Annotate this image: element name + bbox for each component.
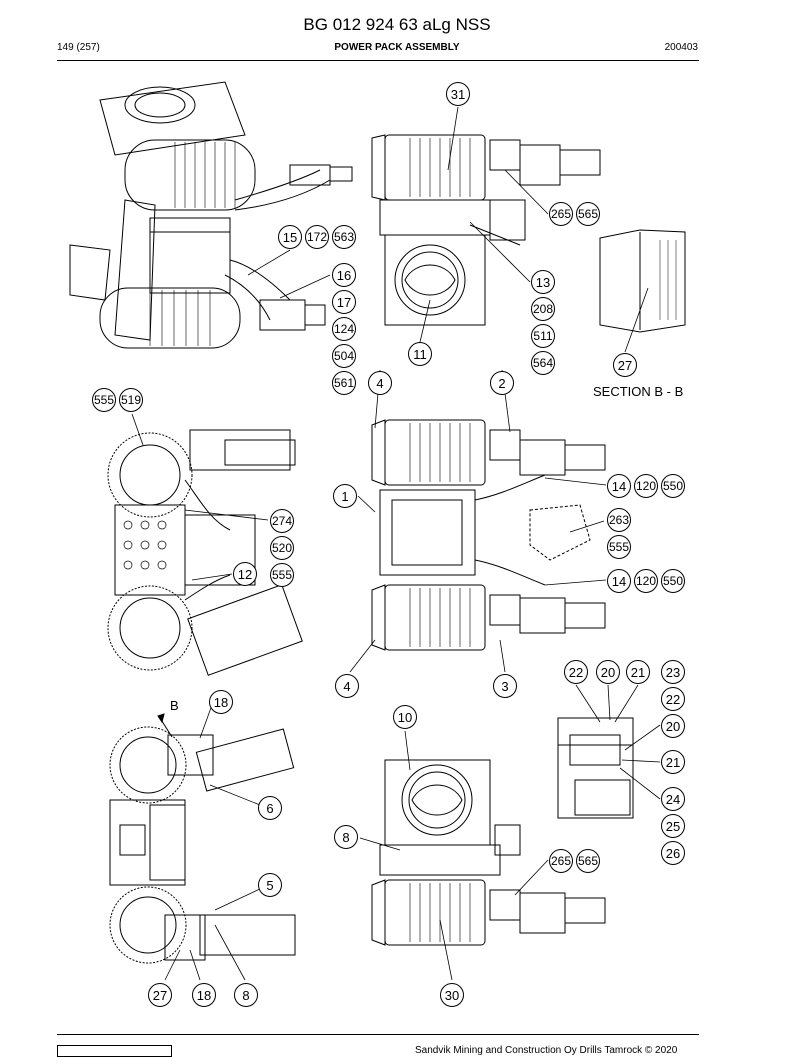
callout-8: 8 — [334, 825, 358, 849]
callout-563: 563 — [332, 225, 356, 249]
view-middle-left — [107, 429, 303, 676]
footer-rule — [57, 1034, 699, 1035]
document-code: 200403 — [664, 42, 698, 53]
view-top-center — [371, 134, 601, 326]
section-label: SECTION B - B — [593, 384, 684, 399]
callout-3: 3 — [493, 674, 517, 698]
callout-120: 120 — [634, 569, 658, 593]
section-b-b-detail — [599, 229, 686, 333]
callout-5: 5 — [258, 873, 282, 897]
footer-copyright: Sandvik Mining and Construction Oy Drill… — [415, 1045, 678, 1056]
view-bottom-center — [371, 759, 606, 946]
callout-31: 31 — [446, 82, 470, 106]
callout-208: 208 — [531, 297, 555, 321]
callout-550: 550 — [661, 474, 685, 498]
callout-11: 11 — [408, 342, 432, 366]
callout-519: 519 — [119, 388, 143, 412]
callout-565: 565 — [576, 849, 600, 873]
callout-15: 15 — [278, 225, 302, 249]
callout-26: 26 — [661, 841, 685, 865]
callout-4: 4 — [368, 371, 392, 395]
view-middle-center — [371, 419, 606, 651]
callout-263: 263 — [607, 508, 631, 532]
callout-565: 565 — [576, 202, 600, 226]
manufacturer-logo — [57, 1045, 172, 1057]
callout-13: 13 — [531, 270, 555, 294]
callout-27: 27 — [148, 983, 172, 1007]
callout-30: 30 — [440, 983, 464, 1007]
callout-511: 511 — [531, 324, 555, 348]
callout-20: 20 — [661, 714, 685, 738]
callout-21: 21 — [661, 750, 685, 774]
callout-14: 14 — [607, 474, 631, 498]
view-bottom-left — [109, 713, 296, 964]
callout-17: 17 — [332, 290, 356, 314]
callout-24: 24 — [661, 787, 685, 811]
callout-274: 274 — [270, 509, 294, 533]
callout-520: 520 — [270, 536, 294, 560]
view-label: B — [170, 698, 179, 713]
callout-21: 21 — [626, 660, 650, 684]
callout-555: 555 — [607, 535, 631, 559]
callout-22: 22 — [564, 660, 588, 684]
header-rule — [57, 60, 699, 61]
callout-504: 504 — [332, 344, 356, 368]
callout-16: 16 — [332, 263, 356, 287]
section-title: POWER PACK ASSEMBLY — [334, 42, 460, 53]
callout-1: 1 — [333, 484, 357, 508]
page-number: 149 (257) — [57, 42, 100, 53]
callout-265: 265 — [549, 849, 573, 873]
callout-18: 18 — [209, 690, 233, 714]
callout-25: 25 — [661, 814, 685, 838]
document-title: BG 012 924 63 aLg NSS — [303, 15, 491, 34]
callout-555: 555 — [92, 388, 116, 412]
callout-124: 124 — [332, 317, 356, 341]
callout-2: 2 — [490, 371, 514, 395]
view-top-left — [69, 81, 353, 349]
callout-20: 20 — [596, 660, 620, 684]
callout-10: 10 — [393, 705, 417, 729]
callout-120: 120 — [634, 474, 658, 498]
callout-22: 22 — [661, 687, 685, 711]
callout-8: 8 — [234, 983, 258, 1007]
callout-23: 23 — [661, 660, 685, 684]
callout-172: 172 — [305, 225, 329, 249]
leader-lines — [131, 106, 661, 981]
callout-12: 12 — [233, 562, 257, 586]
view-detail-right — [557, 717, 634, 819]
callout-561: 561 — [332, 371, 356, 395]
callout-555: 555 — [270, 563, 294, 587]
callout-6: 6 — [258, 796, 282, 820]
callout-550: 550 — [661, 569, 685, 593]
callout-18: 18 — [192, 983, 216, 1007]
callout-4: 4 — [335, 674, 359, 698]
callout-14: 14 — [607, 569, 631, 593]
callout-265: 265 — [549, 202, 573, 226]
callout-27: 27 — [613, 353, 637, 377]
callout-564: 564 — [531, 351, 555, 375]
